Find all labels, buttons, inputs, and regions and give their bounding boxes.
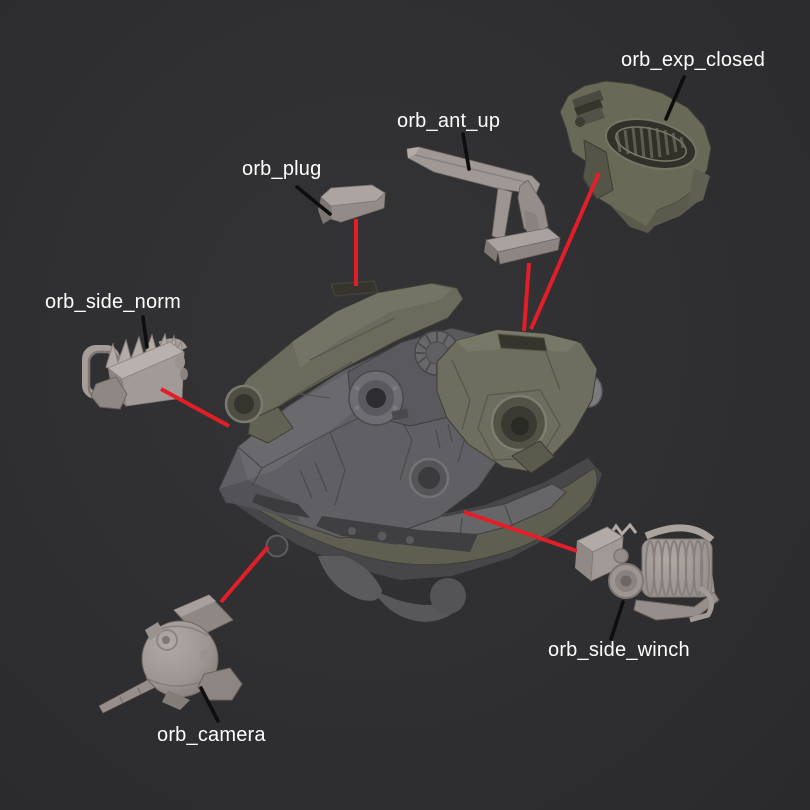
right-pod bbox=[408, 329, 603, 499]
label-orb-side-norm: orb_side_norm bbox=[45, 291, 182, 313]
connector-orb-exp-closed bbox=[529, 172, 601, 330]
leader-orb-side-winch bbox=[609, 600, 625, 641]
label-orb-plug: orb_plug bbox=[242, 158, 322, 180]
leader-orb-exp-closed bbox=[664, 75, 686, 121]
red-connector-lines bbox=[160, 172, 601, 604]
connector-orb-camera bbox=[219, 545, 270, 604]
part-orb-exp-closed-model bbox=[559, 80, 712, 233]
part-orb-camera-model bbox=[98, 594, 243, 714]
connector-orb-side-norm bbox=[160, 387, 230, 428]
leader-orb-side-norm bbox=[141, 315, 149, 349]
label-orb-side-winch: orb_side_winch bbox=[548, 639, 690, 661]
front-sensor-lens bbox=[265, 534, 289, 558]
label-orb-ant-up: orb_ant_up bbox=[397, 110, 501, 132]
part-orb-plug-model bbox=[318, 184, 386, 224]
label-orb-exp-closed: orb_exp_closed bbox=[621, 49, 766, 71]
part-orb-side-winch-model bbox=[575, 522, 720, 623]
left-pod bbox=[224, 280, 464, 444]
label-leader-lines bbox=[141, 75, 686, 723]
part-orb-ant-up-model bbox=[406, 146, 561, 265]
connector-orb-side-winch bbox=[463, 510, 578, 553]
leader-orb-camera bbox=[199, 686, 220, 723]
connector-orb-ant-up bbox=[522, 262, 531, 332]
leader-orb-plug bbox=[295, 185, 332, 216]
leader-orb-ant-up bbox=[461, 132, 471, 171]
part-orb-side-norm-model bbox=[82, 332, 188, 410]
label-orb-camera: orb_camera bbox=[157, 724, 266, 746]
main-body-model bbox=[218, 280, 603, 622]
